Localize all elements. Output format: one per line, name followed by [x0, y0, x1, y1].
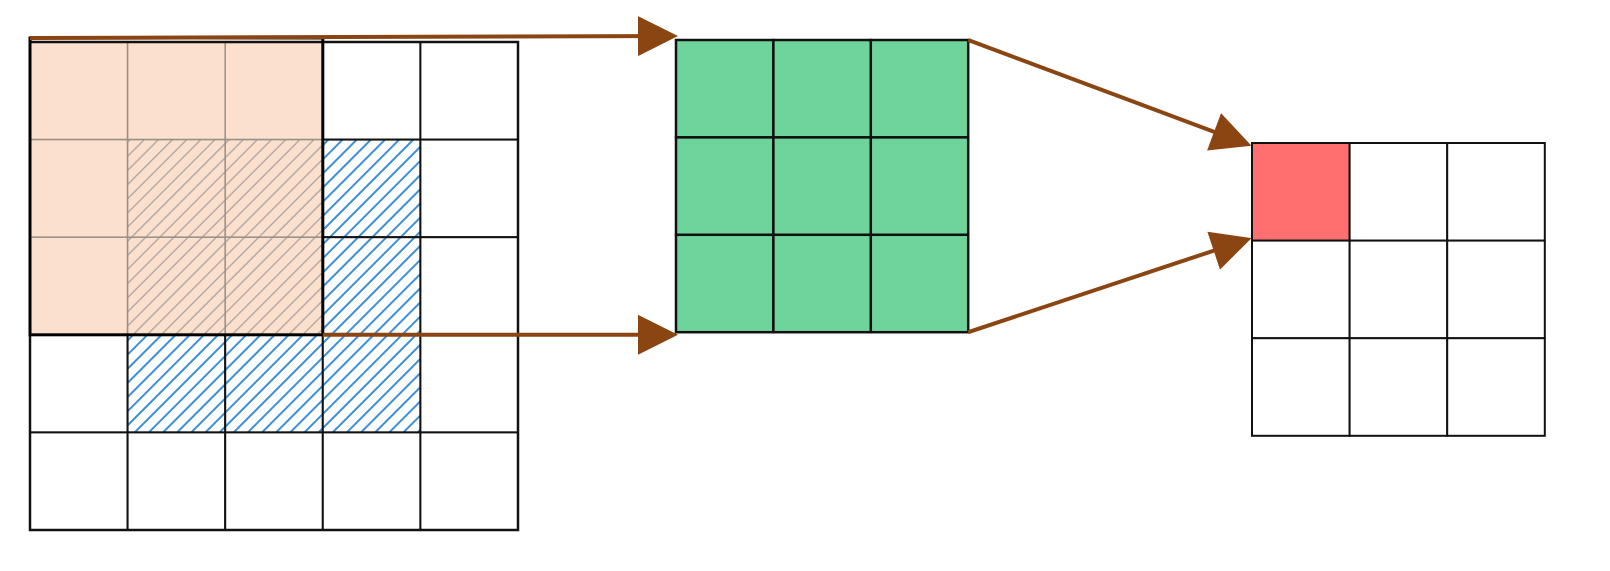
input-cell-2-2 — [224, 236, 324, 336]
input-cell-3-4 — [419, 333, 519, 434]
arrow-kernel-bottom-to-output — [967, 231, 1252, 335]
kernel-cell-2-1 — [772, 233, 873, 334]
input-cell-3-1 — [126, 333, 227, 434]
kernel-cell-2-2 — [869, 233, 970, 334]
output-cell-2-1 — [1348, 337, 1449, 437]
input-cell-1-4 — [419, 138, 519, 239]
input-cell-3-2 — [224, 333, 324, 434]
output-cell-1-1 — [1348, 239, 1449, 340]
input-cell-2-4 — [419, 236, 519, 336]
output-cell-highlighted — [1251, 142, 1351, 242]
input-cell-1-0 — [29, 138, 129, 238]
output-cell-0-1 — [1348, 142, 1449, 242]
kernel-cell-1-1 — [772, 136, 873, 237]
kernel-cell-0-0 — [674, 38, 775, 139]
output-cell-1-0 — [1251, 239, 1351, 340]
input-cell-2-1 — [126, 236, 226, 336]
kernel-grid — [674, 38, 970, 334]
input-grid — [28, 36, 520, 532]
input-cell-0-0 — [29, 41, 129, 141]
mapping-arrows — [29, 16, 1252, 355]
output-cell-2-2 — [1446, 337, 1546, 437]
input-cell-0-3 — [321, 41, 422, 141]
arrow-kernel-top-to-output — [967, 38, 1252, 151]
kernel-cell-0-2 — [869, 38, 970, 139]
input-cell-4-0 — [29, 431, 129, 531]
input-cell-4-1 — [126, 431, 227, 531]
kernel-cell-1-2 — [869, 136, 970, 237]
kernel-cell-1-0 — [674, 136, 775, 237]
input-cell-4-3 — [321, 431, 422, 531]
output-cell-1-2 — [1446, 239, 1546, 340]
output-cell-0-2 — [1446, 142, 1546, 242]
input-cell-0-4 — [419, 41, 519, 141]
input-cell-4-4 — [419, 431, 519, 531]
input-cell-3-0 — [29, 333, 129, 434]
input-cell-1-3 — [321, 138, 422, 239]
input-cell-1-1 — [126, 138, 226, 238]
kernel-cell-2-0 — [674, 233, 775, 334]
output-cell-2-0 — [1251, 337, 1351, 437]
input-cell-4-2 — [224, 431, 324, 531]
input-cell-3-3 — [321, 333, 422, 434]
kernel-cell-0-1 — [772, 38, 873, 139]
input-cell-0-1 — [126, 41, 226, 141]
input-cell-2-3 — [321, 236, 422, 336]
input-cell-2-0 — [29, 236, 129, 336]
input-cell-0-2 — [224, 41, 324, 141]
output-grid — [1251, 142, 1546, 437]
input-cell-1-2 — [224, 138, 324, 238]
arrow-input-top-to-kernel — [29, 16, 678, 57]
